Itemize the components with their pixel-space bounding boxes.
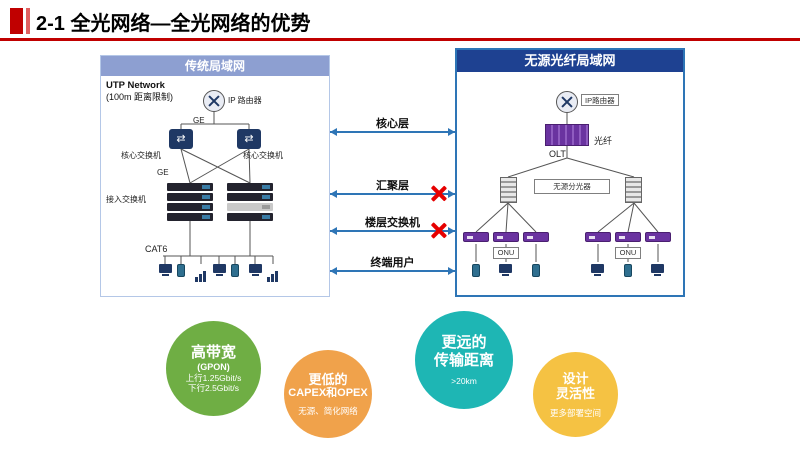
layer-label-aggregation: 汇聚层 (376, 180, 409, 192)
access-switch-bar (227, 183, 273, 191)
benefit-detail: 无源、简化网络 (298, 406, 358, 417)
utp-note-line1: UTP Network (106, 80, 165, 91)
fiber-label: 光纤 (594, 136, 613, 146)
benefit-title: 更远的 (441, 333, 487, 351)
pol-lan-body: IP路由器 OLT 光纤 无源分光器 ONU ONU (457, 72, 683, 295)
benefit-title: 高带宽 (190, 343, 236, 361)
core-switch-label-left: 核心交换机 (121, 151, 161, 160)
optical-splitter-icon (625, 177, 642, 203)
benefit-subtitle: CAPEX和OPEX (288, 387, 368, 400)
benefit-design-flexibility: 设计 灵活性 更多部署空间 (533, 352, 618, 437)
core-switch-icon-right (237, 129, 261, 149)
utp-note-line2: (100m 距离限制) (106, 91, 174, 102)
router-cross-glyph (557, 92, 577, 112)
access-switch-bar (167, 203, 213, 211)
pol-lan-header: 无源光纤局域网 (457, 50, 683, 72)
comparison-area: 核心层 汇聚层 楼层交换机 终端用户 (330, 55, 455, 297)
ge-link-label-top: GE (193, 116, 205, 125)
traditional-lan-header: 传统局域网 (101, 56, 329, 76)
title-underline (0, 38, 800, 41)
olt-box (545, 124, 589, 146)
cross-icon (430, 222, 447, 239)
onu-device (493, 232, 519, 242)
aggregation-layer-arrow (330, 190, 455, 198)
router-cross-glyph (204, 91, 224, 111)
phone-icon (532, 264, 540, 277)
router-icon (556, 91, 578, 113)
computer-icon (651, 264, 664, 276)
core-layer-arrow (330, 128, 455, 136)
ge-link-label-mid: GE (157, 168, 169, 177)
splitter-label: 无源分光器 (534, 179, 610, 194)
phone-icon (472, 264, 480, 277)
wifi-icon (267, 264, 281, 282)
benefit-high-bandwidth: 高带宽 (GPON) 上行1.25Gbit/s 下行2.5Gbit/s (166, 321, 261, 416)
benefit-subtitle: 传输距离 (433, 351, 494, 369)
traditional-lan-wires (163, 112, 274, 264)
olt-label: OLT (549, 149, 566, 159)
computer-icon (249, 264, 262, 276)
router-label: IP 路由器 (228, 96, 262, 105)
access-switch-bar (167, 183, 213, 191)
wifi-icon (195, 264, 209, 282)
benefit-detail: 下行2.5Gbit/s (187, 382, 240, 393)
benefit-detail: 上行1.25Gbit/s (185, 372, 242, 383)
page-title: 2-1 全光网络—全光网络的优势 (36, 13, 311, 35)
computer-icon (499, 264, 512, 276)
phone-icon (231, 264, 239, 277)
benefit-lower-cost: 更低的 CAPEX和OPEX 无源、简化网络 (284, 350, 372, 438)
onu-device (463, 232, 489, 242)
benefit-title: 设计 (562, 370, 589, 386)
onu-device (523, 232, 549, 242)
pol-lan-panel: 无源光纤局域网 IP路由器 (455, 48, 685, 297)
core-switch-icon-left (169, 129, 193, 149)
benefit-longer-distance: 更远的 传输距离 >20km (415, 311, 513, 409)
traditional-lan-body: UTP Network (100m 距离限制) IP 路由器 GE 核心交换机 … (101, 76, 329, 296)
router-icon (203, 90, 225, 112)
onu-device (645, 232, 671, 242)
onu-label-left: ONU (493, 247, 519, 259)
access-switch-bar (227, 203, 273, 211)
traditional-lan-panel: 传统局域网 (100, 55, 330, 297)
core-switch-label-right: 核心交换机 (243, 151, 283, 160)
router-label: IP路由器 (581, 94, 619, 106)
benefit-title: 更低的 (308, 371, 348, 387)
access-switch-bar (227, 213, 273, 221)
benefit-detail: 更多部署空间 (549, 408, 601, 418)
benefit-detail: >20km (451, 375, 477, 386)
onu-device (615, 232, 641, 242)
phone-icon (624, 264, 632, 277)
access-switch-bar (227, 193, 273, 201)
title-accent-bar (10, 8, 23, 34)
end-users-arrow (330, 267, 455, 275)
utp-note: UTP Network (100m 距离限制) (106, 80, 173, 103)
access-switch-label: 接入交换机 (106, 195, 146, 204)
onu-label-right: ONU (615, 247, 641, 259)
phone-icon (177, 264, 185, 277)
onu-device (585, 232, 611, 242)
title-accent-bar-thin (26, 8, 30, 34)
benefit-subtitle: 灵活性 (555, 386, 595, 402)
optical-splitter-icon (500, 177, 517, 203)
floor-switch-arrow (330, 227, 455, 235)
access-switch-bar (167, 193, 213, 201)
layer-label-floor-switch: 楼层交换机 (365, 217, 420, 229)
cross-icon (430, 185, 447, 202)
benefit-subtitle: (GPON) (197, 361, 230, 372)
computer-icon (159, 264, 172, 276)
access-switch-bar (167, 213, 213, 221)
cable-label: CAT6 (145, 244, 168, 254)
layer-label-core: 核心层 (376, 118, 409, 130)
layer-label-end-users: 终端用户 (370, 257, 415, 269)
computer-icon (591, 264, 604, 276)
computer-icon (213, 264, 226, 276)
